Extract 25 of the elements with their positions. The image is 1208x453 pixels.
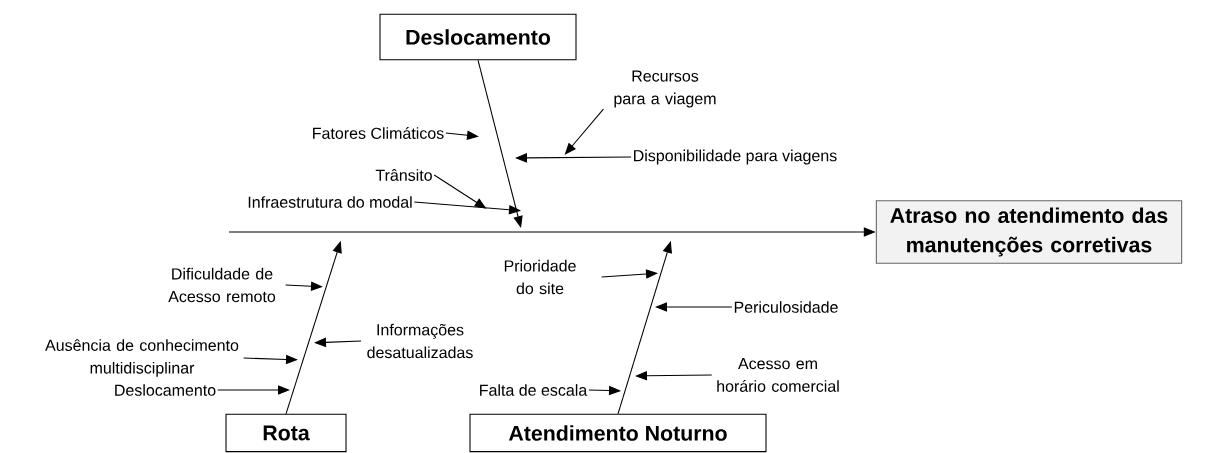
arrow	[601, 269, 658, 279]
cause-label: Prioridade do site	[504, 259, 576, 295]
cause-label: Acesso em horário comercial	[717, 358, 839, 392]
cause-label: Recursos para a viagem	[614, 70, 716, 108]
category-box: Atendimento Noturno	[469, 413, 767, 453]
cause-label: Falta de escala	[480, 384, 588, 396]
arrow	[588, 385, 621, 396]
category-box: Deslocamento	[379, 13, 577, 61]
cause-label: Informações desatualizadas	[367, 323, 473, 359]
cause-label: Ausência de conhecimento multidisciplinar	[45, 339, 239, 377]
arrow	[635, 371, 713, 381]
cause-label: Dificuldade de Acesso remoto	[168, 267, 276, 303]
cause-label: Periculosidade	[734, 301, 838, 313]
cause-label: Infraestrutura do modal	[248, 196, 412, 208]
arrow	[217, 385, 290, 395]
arrow	[515, 153, 632, 163]
arrow	[655, 302, 733, 312]
cause-label: Fatores Climáticos	[313, 127, 444, 139]
cause-label: Deslocamento	[115, 384, 216, 396]
arrow	[314, 337, 362, 348]
effect-box: Atraso no atendimento das manutenções corretivas	[875, 200, 1183, 264]
category-box: Rota	[225, 413, 347, 453]
cause-label: Trânsito	[375, 169, 432, 181]
cause-label: Disponibilidade para viagens	[634, 149, 837, 165]
arrow	[413, 201, 521, 215]
